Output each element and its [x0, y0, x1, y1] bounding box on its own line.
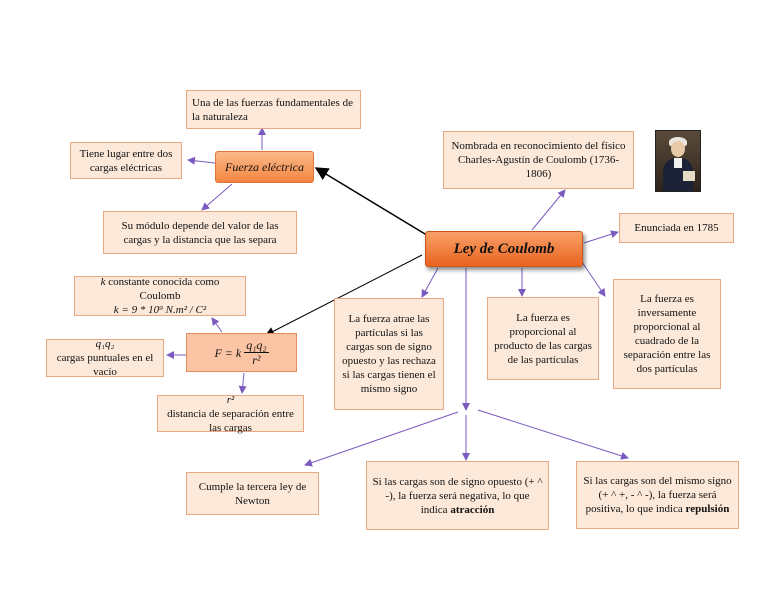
atrae-box: La fuerza atrae las partículas si las ca… [334, 298, 444, 410]
nombrada-text: Nombrada en reconocimiento del físico Ch… [451, 140, 626, 180]
atraccion-text: atracción [450, 503, 495, 516]
r-symbol: r² [226, 393, 235, 406]
ley-de-coulomb-node: Ley de Coulomb [425, 231, 583, 267]
arrow-to-fuerza [314, 167, 431, 238]
atrae-text: La fuerza atrae las partículas si las ca… [342, 313, 436, 395]
r-distancia-text: distancia de separación entre las cargas [167, 407, 294, 434]
modulo-box: Su módulo depende del valor de las carga… [103, 211, 297, 254]
main-title: Ley de Coulomb [453, 240, 555, 257]
signo-opuesto-box: Si las cargas son de signo opuesto (+ ^ … [366, 461, 549, 530]
tiene-lugar-text: Tiene lugar entre dos cargas eléctricas [79, 147, 173, 174]
nombrada-box: Nombrada en reconocimiento del físico Ch… [443, 131, 634, 189]
r-distancia-box: r² distancia de separación entre las car… [157, 393, 304, 434]
coulomb-portrait [655, 130, 701, 192]
fuerza-electrica-label: Fuerza eléctrica [225, 159, 304, 174]
k-constant-text: constante conocida como Coulomb [108, 276, 220, 302]
modulo-text: Su módulo depende del valor de las carga… [121, 219, 279, 246]
tiene-lugar-box: Tiene lugar entre dos cargas eléctricas [70, 142, 182, 179]
k-constant-box: k constante conocida como Coulomb k = 9 … [74, 276, 246, 316]
fuerza-electrica-node: Fuerza eléctrica [215, 151, 314, 183]
mismo-signo-text: Si las cargas son del mismo signo (+ ^ +… [583, 475, 732, 515]
enunciada-box: Enunciada en 1785 [619, 213, 734, 243]
formula-numerator: q₁q₂ [244, 338, 269, 353]
proporcional-text: La fuerza es proporcional al producto de… [494, 311, 592, 366]
proporcional-box: La fuerza es proporcional al producto de… [487, 297, 599, 380]
inversa-box: La fuerza es inversamente proporcional a… [613, 279, 721, 389]
k-value: k = 9 * 10⁹ N.m² / C² [113, 304, 207, 316]
enunciada-text: Enunciada en 1785 [634, 222, 719, 234]
formula-fraction: q₁q₂ r² [244, 338, 269, 367]
inversa-text: La fuerza es inversamente proporcional a… [623, 293, 711, 375]
formula-denominator: r² [252, 353, 261, 367]
formula-lhs: F = k [214, 345, 242, 360]
fuerza-fundamental-box: Una de las fuerzas fundamentales de la n… [186, 90, 361, 129]
fuerza-fundamental-text: Una de las fuerzas fundamentales de la n… [192, 96, 353, 123]
formula-box: F = k q₁q₂ r² [186, 333, 297, 372]
repulsion-text: repulsión [685, 503, 730, 515]
tercera-ley-box: Cumple la tercera ley de Newton [186, 472, 319, 515]
signo-opuesto-content: Si las cargas son de signo opuesto (+ ^ … [372, 475, 543, 517]
k-constant-line: k constante conocida como Coulomb [80, 275, 240, 303]
q-cargas-text: cargas puntuales en el vacío [56, 352, 154, 378]
q-symbol: q₁q₂ [95, 338, 115, 350]
q-cargas-box: q₁q₂ cargas puntuales en el vacío [46, 338, 164, 378]
tercera-ley-text: Cumple la tercera ley de Newton [198, 480, 307, 507]
mismo-signo-content: Si las cargas son del mismo signo (+ ^ +… [582, 474, 733, 516]
signo-opuesto-text: Si las cargas son de signo opuesto (+ ^ … [372, 475, 543, 516]
k-symbol: k [100, 276, 106, 288]
arrow-to-formula [265, 254, 423, 336]
mismo-signo-box: Si las cargas son del mismo signo (+ ^ +… [576, 461, 739, 529]
